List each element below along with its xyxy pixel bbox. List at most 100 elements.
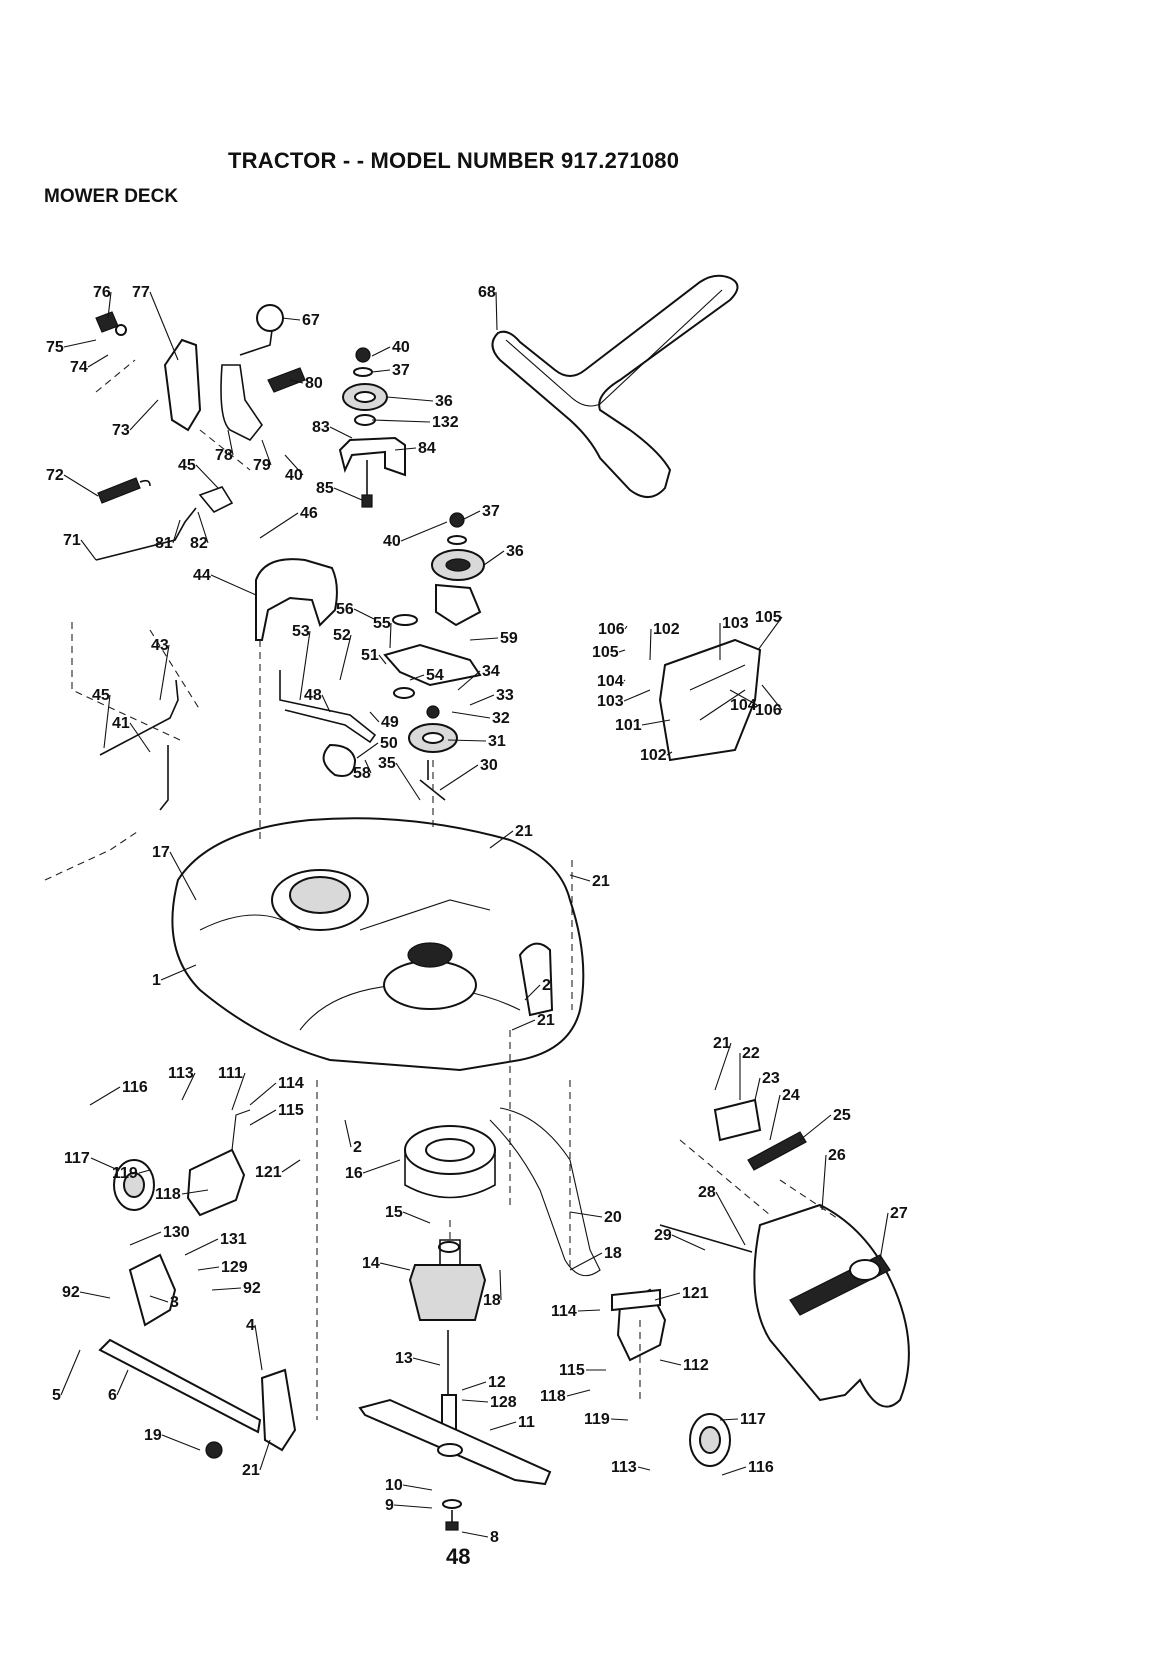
callout-leader-54: [409, 674, 425, 681]
callout-leader-106: [761, 684, 783, 711]
callout-label-14: 14: [362, 1255, 380, 1272]
callout-leader-78: [227, 429, 234, 456]
callout-label-117: 117: [64, 1150, 90, 1167]
callout-label-29: 29: [654, 1227, 672, 1244]
callout-leader-85: [333, 487, 363, 501]
callout-label-56: 56: [336, 601, 354, 618]
callout-leader-102: [666, 751, 673, 756]
callout-label-131: 131: [220, 1231, 247, 1248]
callout-label-54: 54: [426, 667, 444, 684]
callout-leader-36: [483, 550, 505, 566]
pin: [95, 311, 119, 333]
callout-leader-119: [138, 1169, 151, 1174]
callout-label-114: 114: [278, 1075, 304, 1092]
callout-label-8: 8: [490, 1529, 499, 1546]
callout-leader-113: [637, 1466, 651, 1471]
callout-label-43: 43: [151, 637, 169, 654]
callout-label-37: 37: [482, 503, 500, 520]
callout-label-115: 115: [559, 1362, 585, 1379]
callout-label-40: 40: [383, 533, 401, 550]
callout-leader-129: [197, 1266, 220, 1271]
callout-leader-31: [447, 739, 487, 742]
callout-label-32: 32: [492, 710, 510, 727]
callout-leader-116: [721, 1466, 747, 1476]
callout-label-58: 58: [353, 765, 371, 782]
callout-label-80: 80: [305, 375, 323, 392]
callout-leader-28: [715, 1191, 746, 1246]
idler-arm: [383, 643, 482, 687]
callout-leader-21: [259, 1439, 271, 1471]
handle-grip: [267, 367, 306, 393]
callout-leader-105: [618, 649, 626, 653]
callout-label-130: 130: [163, 1224, 190, 1241]
callout-label-85: 85: [316, 480, 334, 497]
callout-label-30: 30: [480, 757, 498, 774]
callout-leader-92: [211, 1287, 242, 1291]
callout-leader-112: [659, 1359, 682, 1366]
callout-leader-40: [371, 346, 391, 357]
callout-leader-2: [344, 1119, 352, 1148]
callout-label-101: 101: [615, 717, 642, 734]
callout-leader-121: [281, 1159, 301, 1173]
callout-label-111: 111: [218, 1065, 243, 1082]
callout-leader-46: [259, 512, 299, 539]
page-number: 48: [446, 1544, 471, 1569]
callout-label-3: 3: [170, 1294, 179, 1311]
callout-leader-15: [402, 1211, 431, 1224]
callout-leader-35: [395, 762, 421, 801]
callout-label-41: 41: [112, 715, 130, 732]
callout-label-79: 79: [253, 457, 271, 474]
callout-leader-72: [63, 474, 99, 497]
callout-leader-103: [623, 689, 651, 702]
callout-leader-21: [714, 1042, 732, 1091]
callout-leader-10: [402, 1484, 433, 1491]
callout-leader-14: [379, 1262, 411, 1271]
callout-label-119: 119: [584, 1411, 610, 1428]
callout-label-102: 102: [653, 621, 680, 638]
callout-label-31: 31: [488, 733, 506, 750]
callout-label-26: 26: [828, 1147, 846, 1164]
callout-leader-118: [181, 1189, 209, 1195]
callout-leader-104: [729, 689, 758, 706]
callout-label-2: 2: [542, 977, 551, 994]
callout-leader-80: [289, 379, 304, 384]
callout-label-45: 45: [178, 457, 196, 474]
callout-leader-79: [261, 439, 272, 466]
callout-label-37: 37: [392, 362, 410, 379]
callout-leader-114: [249, 1082, 277, 1106]
callout-label-46: 46: [300, 505, 318, 522]
callout-leader-36: [386, 396, 434, 402]
callout-label-103: 103: [597, 693, 624, 710]
callout-leader-111: [231, 1072, 246, 1111]
callout-leader-73: [129, 399, 159, 431]
callout-leader-45: [195, 464, 219, 489]
callout-label-44: 44: [193, 567, 211, 584]
callout-leader-56: [353, 608, 377, 621]
callout-leader-26: [821, 1154, 827, 1211]
callout-leader-101: [641, 719, 671, 726]
callout-label-49: 49: [381, 714, 399, 731]
drag-link: [98, 1338, 262, 1434]
callout-leader-115: [249, 1109, 277, 1126]
callout-label-59: 59: [500, 630, 518, 647]
callout-leader-105: [757, 616, 783, 651]
callout-leader-51: [378, 654, 387, 665]
callout-label-68: 68: [478, 284, 496, 301]
callout-leader-2: [524, 984, 541, 1001]
callout-label-74: 74: [70, 359, 88, 376]
callout-leader-18: [499, 1269, 502, 1301]
callout-leader-131: [184, 1238, 219, 1256]
callout-label-27: 27: [890, 1205, 908, 1222]
callout-label-21: 21: [242, 1462, 260, 1479]
spindle-pulley: [408, 1264, 487, 1321]
callout-leader-29: [671, 1234, 706, 1251]
callout-label-21: 21: [537, 1012, 555, 1029]
callout-leader-59: [469, 637, 499, 641]
spring: [97, 477, 141, 504]
callout-label-18: 18: [604, 1245, 622, 1262]
idler-bracket: [338, 436, 406, 477]
callout-label-11: 11: [518, 1414, 535, 1431]
callout-leader-77: [149, 291, 179, 361]
callout-leader-19: [161, 1434, 201, 1451]
callout-label-5: 5: [52, 1387, 61, 1404]
